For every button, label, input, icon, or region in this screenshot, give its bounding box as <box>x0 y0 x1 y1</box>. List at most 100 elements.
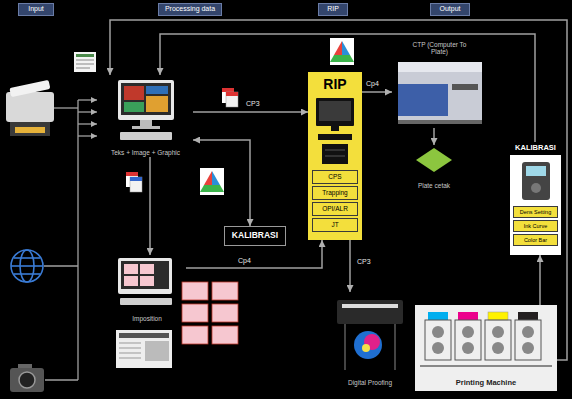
node-label: Teks + Image + Graphic <box>109 148 182 157</box>
press-art <box>515 320 541 360</box>
node-label: Printing Machine <box>456 379 516 391</box>
node-label: KALIBRASI <box>229 231 281 241</box>
flow-arrow <box>160 34 535 142</box>
flow-arrow <box>362 91 392 93</box>
computer-icon <box>146 86 168 94</box>
newspaper-sheet <box>119 333 169 338</box>
computer-icon <box>118 80 174 140</box>
newspaper-sheet <box>119 343 141 344</box>
file-icon <box>222 88 234 92</box>
document-thumb <box>74 52 96 72</box>
node-label: Digital Proofing <box>346 378 394 387</box>
file-icon <box>226 92 238 107</box>
newspaper-sheet <box>119 348 141 349</box>
computer-icon <box>132 126 160 129</box>
globe-icon <box>14 273 40 275</box>
imposed-pages <box>182 326 208 344</box>
computer-icon <box>124 86 144 100</box>
printing-machine: Printing Machine <box>415 305 557 391</box>
column-header: Input <box>18 3 54 16</box>
workstation-node: Teks + Image + Graphic <box>98 75 193 157</box>
calibration-panel-art <box>510 142 561 255</box>
input-wires <box>44 265 78 266</box>
proof-printer <box>354 331 382 359</box>
node-label: Dens Setting <box>520 209 552 215</box>
plate-icon <box>416 148 452 172</box>
calibration-panel-art <box>522 162 550 200</box>
scanner-icon <box>10 122 50 136</box>
rip-box: RIPCPSTrappingOPI/ALRJT <box>308 72 362 240</box>
rip-station <box>308 72 362 240</box>
process-item: Trapping <box>312 186 358 200</box>
globe-icon <box>11 250 43 282</box>
imposed-pages <box>212 282 238 300</box>
flow-arrow <box>539 255 541 305</box>
flow-arrow <box>433 128 435 145</box>
process-item: JT <box>312 218 358 232</box>
file-icon <box>130 177 142 181</box>
globe-icon <box>11 265 43 267</box>
press-art <box>458 312 478 320</box>
rip-station <box>325 150 345 151</box>
camera-icon <box>10 364 44 392</box>
imposed-pages <box>182 304 208 322</box>
color-profile-icon <box>200 185 224 192</box>
rip-station <box>316 98 354 126</box>
press-art <box>432 326 444 338</box>
ctp-machine <box>452 84 478 90</box>
imposition-computer <box>140 276 154 286</box>
edge-label: CP3 <box>355 258 373 266</box>
node-label: CPS <box>328 173 341 180</box>
press-art <box>420 365 552 367</box>
node-label: Trapping <box>322 189 347 196</box>
rip-station <box>308 72 362 240</box>
document-thumb <box>76 68 90 69</box>
color-profile-icon <box>342 41 350 55</box>
computer-icon <box>120 132 172 140</box>
scanner-icon <box>9 80 50 97</box>
document-thumb <box>74 52 96 72</box>
newspaper-sheet <box>119 358 141 359</box>
node-label: Color Bar <box>524 237 547 243</box>
imposition-computer <box>124 276 138 286</box>
imposition-computer <box>120 298 172 305</box>
column-header: Output <box>430 3 470 16</box>
node-label: Plate cetak <box>416 181 452 190</box>
imposition-computer <box>140 264 154 274</box>
press-art <box>485 320 511 360</box>
imposed-pages <box>182 282 208 300</box>
imposed-pages <box>182 282 238 344</box>
imposed-pages <box>212 326 238 344</box>
proof-printer <box>337 300 403 324</box>
node-label: RIP <box>323 74 346 92</box>
node-label: Input <box>25 5 47 13</box>
press-art <box>455 320 481 360</box>
edge-label: Cp4 <box>364 80 381 88</box>
document-thumb <box>76 60 94 61</box>
ctp-machine <box>398 62 482 72</box>
computer-icon <box>146 96 168 112</box>
imposition-computer <box>118 258 172 305</box>
imposition-computer <box>121 261 169 289</box>
rip-station <box>325 156 345 157</box>
plate-node: Plate cetak <box>412 145 456 190</box>
input-wires <box>45 379 78 380</box>
flow-arrow <box>149 157 151 255</box>
ctp-machine <box>398 120 482 124</box>
document-thumb <box>76 64 94 65</box>
computer-icon <box>124 102 144 112</box>
file-icon <box>126 172 138 176</box>
press-art <box>518 312 538 320</box>
node-label: JT <box>331 221 338 228</box>
color-profile-icon <box>200 168 224 195</box>
ctp-machine <box>398 62 482 120</box>
color-profile-icon <box>212 171 220 185</box>
scanner-icon <box>6 80 54 136</box>
calibration-panel-art <box>510 142 561 255</box>
ctp-node: CTP (Computer To Plate) <box>392 40 487 128</box>
input-wires <box>78 123 97 124</box>
imposition-node: Imposition <box>108 255 186 323</box>
press-art <box>492 326 504 338</box>
